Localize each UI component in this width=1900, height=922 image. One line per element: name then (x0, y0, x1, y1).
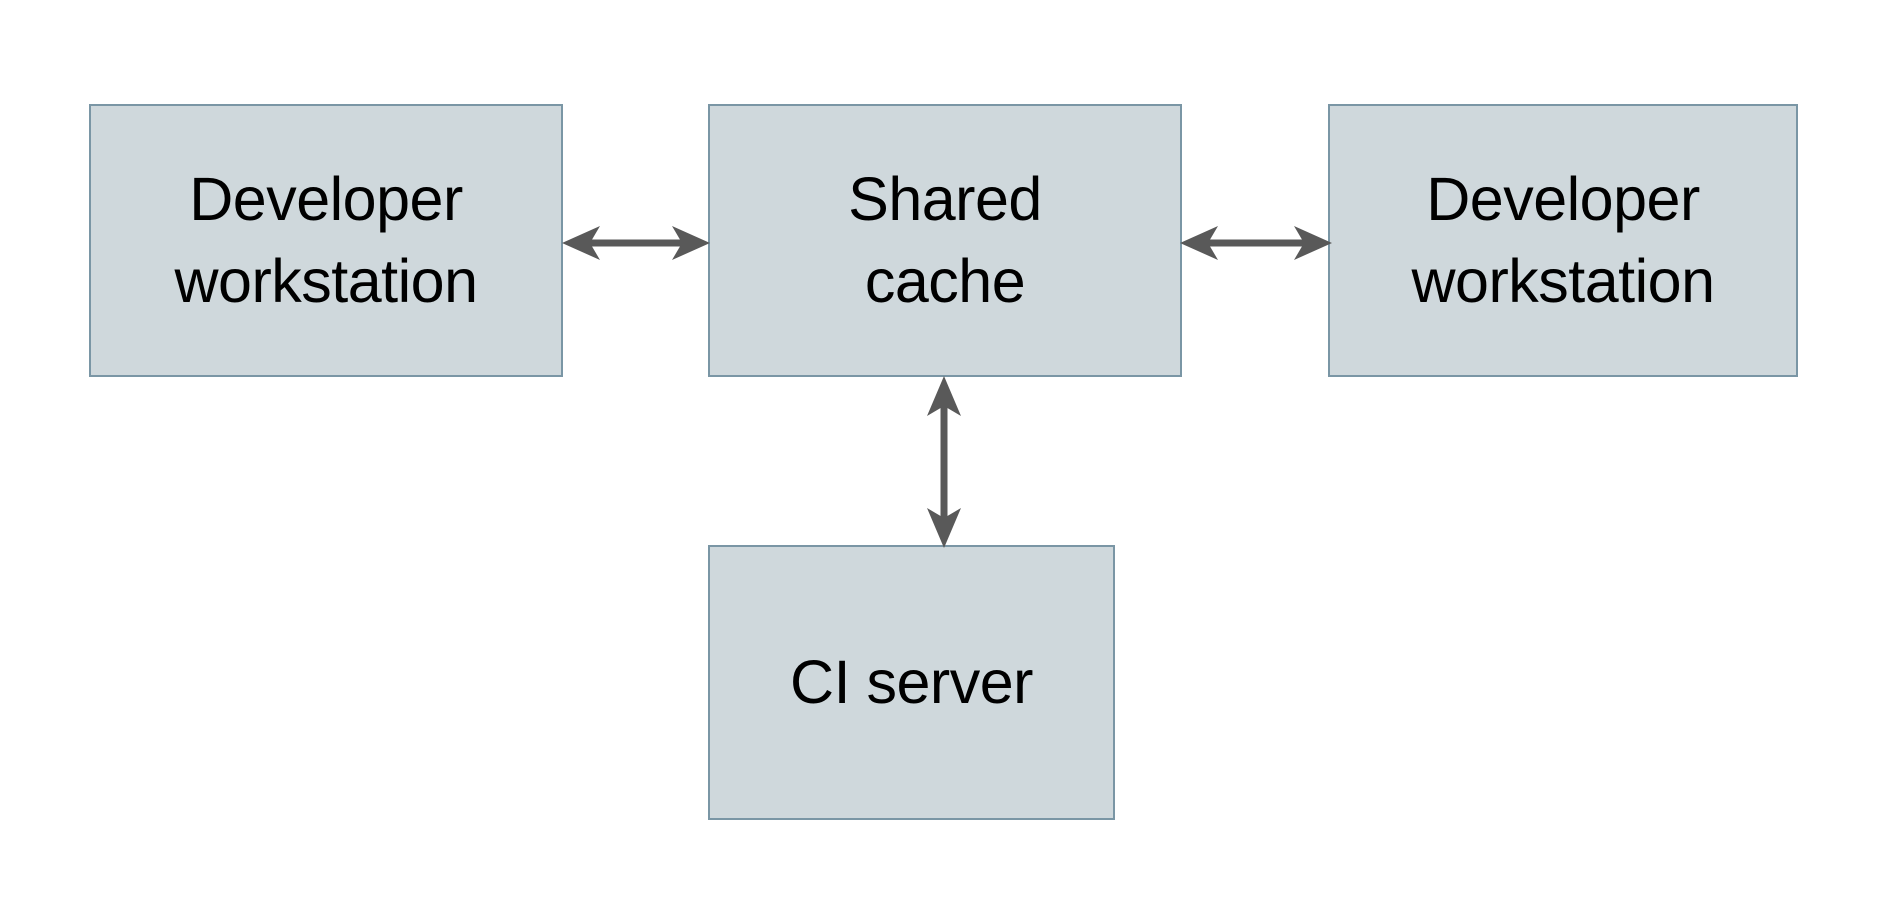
node-label-developer-workstation-right: Developer workstation (1411, 165, 1715, 315)
node-label-ci-server: CI server (790, 647, 1033, 716)
bidirectional-arrow-horizontal-icon (562, 226, 710, 260)
node-developer-workstation-left[interactable]: Developer workstation (89, 104, 563, 377)
node-shared-cache[interactable]: Shared cache (708, 104, 1182, 377)
edge-shared-cache-to-ci-server[interactable] (915, 374, 973, 550)
node-developer-workstation-right[interactable]: Developer workstation (1328, 104, 1798, 377)
node-label-shared-cache: Shared cache (848, 165, 1042, 315)
edge-developer-workstation-left-to-shared-cache[interactable] (560, 214, 712, 272)
bidirectional-arrow-vertical-icon (927, 376, 961, 548)
node-ci-server[interactable]: CI server (708, 545, 1115, 820)
node-label-developer-workstation-left: Developer workstation (174, 165, 478, 315)
bidirectional-arrow-horizontal-icon (1180, 226, 1332, 260)
edge-shared-cache-to-developer-workstation-right[interactable] (1178, 214, 1334, 272)
